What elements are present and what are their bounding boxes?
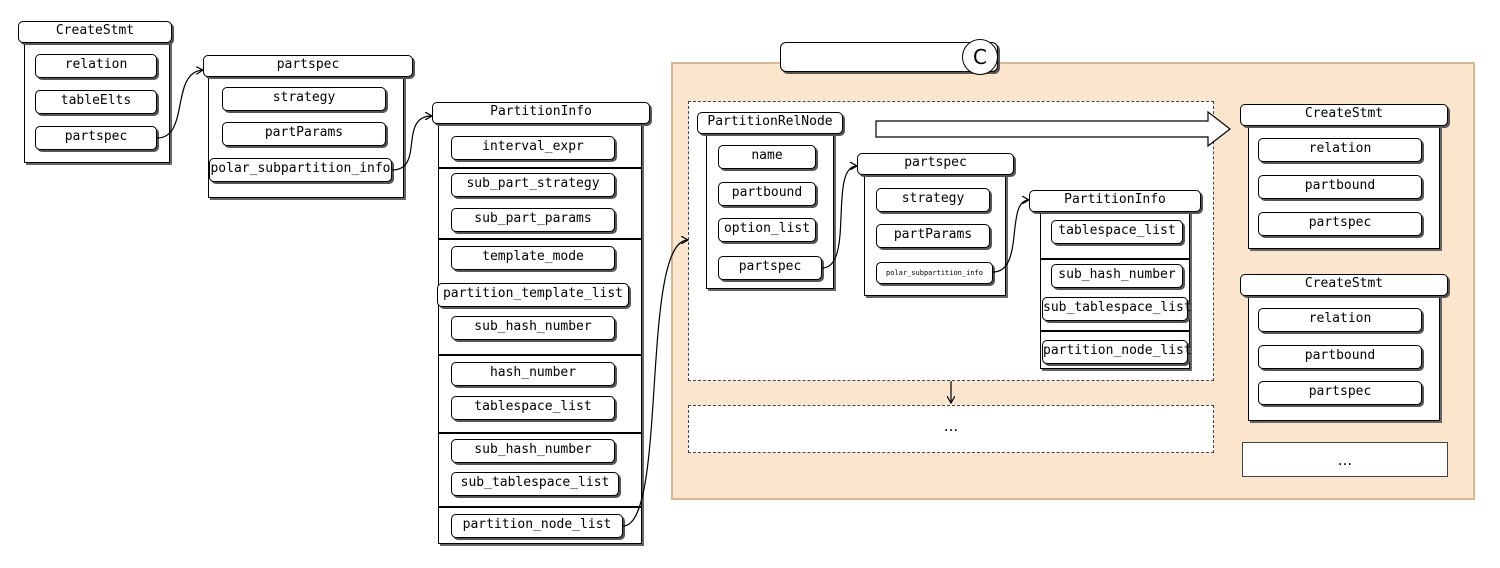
inner-partition-info-divider: [1040, 258, 1190, 260]
partspec-field-partparams: partParams: [222, 122, 386, 146]
connector-createstmt-partspec: [156, 70, 203, 139]
create-stmt-field-relation: relation: [35, 54, 157, 78]
inner-partition-info-title: PartitionInfo: [1029, 190, 1201, 212]
create-stmt-title: CreateStmt: [18, 21, 172, 43]
right-create-stmt-1-field-relation: relation: [1258, 138, 1422, 162]
connector-nodelist-relnode: [622, 240, 688, 527]
partition-info-field-partition-template-list: partition_template_list: [437, 283, 629, 307]
partition-info-field-sub-hash-number: sub_hash_number: [451, 316, 615, 340]
partition-info-divider: [438, 432, 642, 434]
partition-info-title: PartitionInfo: [432, 102, 650, 124]
partition-info-divider: [438, 238, 642, 240]
right-create-stmt-2-field-partbound: partbound: [1258, 345, 1422, 369]
create-stmt-field-partspec: partspec: [35, 126, 157, 150]
right-create-stmt-1-field-partbound: partbound: [1258, 175, 1422, 199]
partition-rel-node-field-option-list: option_list: [718, 218, 816, 242]
partition-info-divider: [438, 506, 642, 508]
partition-info-field-template-mode: template_mode: [451, 246, 615, 270]
partition-info-field-hash-number: hash_number: [451, 362, 615, 386]
transform-arrow: [875, 110, 1231, 148]
region-c-circle-label: C: [962, 39, 998, 75]
dashed-more-box: ...: [688, 405, 1214, 453]
inner-partspec-field-partparams: partParams: [876, 224, 990, 248]
right-create-stmt-1-title: CreateStmt: [1240, 104, 1448, 126]
right-create-stmt-1-field-partspec: partspec: [1258, 212, 1422, 236]
right-create-stmt-2-field-partspec: partspec: [1258, 381, 1422, 405]
connector-partspec-partitioninfo: [391, 116, 432, 171]
partition-info-divider: [438, 354, 642, 356]
partition-rel-node-field-name: name: [718, 145, 816, 169]
inner-partition-info-field-sub-tablespace-list: sub_tablespace_list: [1042, 297, 1192, 321]
partition-info-field-sub-part-params: sub_part_params: [451, 208, 615, 232]
partition-info-divider: [438, 167, 642, 169]
connector-relnode-partspec: [821, 166, 857, 269]
inner-partition-info-field-partition-node-list: partition_node_list: [1042, 340, 1192, 364]
partition-info-field-sub-tablespace-list: sub_tablespace_list: [451, 472, 619, 496]
partition-info-field-sub-part-strategy: sub_part_strategy: [451, 173, 615, 197]
partspec-field-strategy: strategy: [222, 87, 386, 111]
partition-rel-node-field-partbound: partbound: [718, 182, 816, 206]
inner-partspec-field-strategy: strategy: [876, 188, 990, 212]
partition-info-field-interval-expr: interval_expr: [451, 136, 615, 160]
partition-info-field-partition-node-list: partition_node_list: [451, 514, 623, 538]
partspec-field-polar-subpartition-info: polar_subpartition_info: [209, 158, 392, 182]
right-create-stmt-2-title: CreateStmt: [1240, 274, 1448, 296]
partition-rel-node-field-partspec: partspec: [718, 256, 822, 280]
connector-partspec-partitioninfo-inner: [992, 200, 1029, 273]
inner-partition-info-field-tablespace-list: tablespace_list: [1051, 220, 1183, 244]
partition-info-field-sub-hash-number-2: sub_hash_number: [451, 439, 615, 463]
create-stmt-field-tableelts: tableElts: [35, 90, 157, 114]
right-create-stmt-2-field-relation: relation: [1258, 308, 1422, 332]
inner-partition-info-field-sub-hash-number: sub_hash_number: [1051, 264, 1183, 288]
right-more-stmt-box: ...: [1242, 442, 1448, 477]
partspec-title: partspec: [203, 55, 413, 77]
partition-info-field-tablespace-list: tablespace_list: [451, 396, 615, 420]
partition-rel-node-title: PartitionRelNode: [697, 112, 843, 134]
inner-partition-info-divider: [1040, 330, 1190, 332]
inner-partspec-field-polar-subpartition-info: polar_subpartition_info: [876, 262, 993, 284]
